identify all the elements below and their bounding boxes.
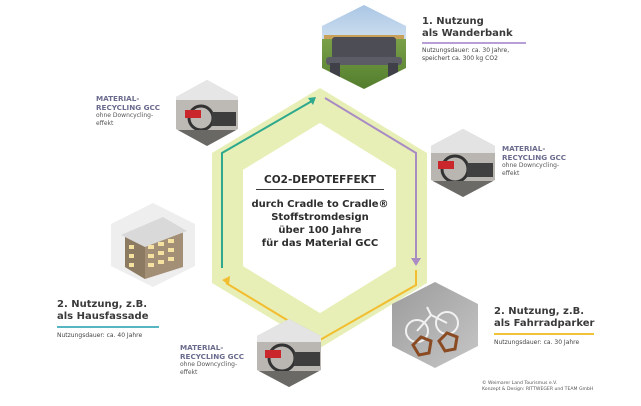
center-line-2: Stoffstromdesign	[271, 212, 369, 223]
recycling-right-line-3: ohne Downcycling-	[502, 162, 560, 169]
recycling-right: MATERIAL- RECYCLING GCC ohne Downcycling…	[502, 144, 602, 177]
step-facade: 2. Nutzung, z.B. als Hausfassade	[57, 299, 177, 323]
recycling-right-line-1: MATERIAL-	[502, 144, 546, 153]
arrow-teal	[221, 100, 313, 268]
recycling-left-line-4: effekt	[96, 119, 114, 127]
facade-title-2: als Hausfassade	[57, 311, 149, 322]
bike-title-2: als Fahrradparker	[494, 318, 595, 329]
bench-photo	[322, 5, 406, 89]
facade-title-1: 2. Nutzung, z.B.	[57, 299, 148, 310]
bench-desc-2: speichert ca. 300 kg CO2	[422, 55, 498, 62]
center-line-3: über 100 Jahre	[278, 225, 362, 236]
credit-line-2: Konzept & Design: RITTWEGER und TEAM Gmb…	[482, 387, 594, 392]
center-line-1: durch Cradle to Cradle®	[251, 199, 389, 210]
recycling-photo-right	[431, 129, 495, 197]
center-description: durch Cradle to Cradle® Stoffstromdesign…	[245, 198, 395, 250]
facade-rule	[57, 326, 159, 328]
recycling-bottom: MATERIAL- RECYCLING GCC ohne Downcycling…	[180, 343, 260, 376]
bench-title-2: als Wanderbank	[422, 28, 513, 39]
center-heading-underline	[256, 189, 384, 190]
recycling-left-line-3: ohne Downcycling-	[96, 112, 154, 119]
recycling-bottom-line-1: MATERIAL-	[180, 343, 224, 352]
bench-description: Nutzungsdauer: ca. 30 Jahre, speichert c…	[422, 47, 542, 63]
center-heading: CO2-DEPOTEFFEKT	[264, 174, 376, 186]
recycling-left: MATERIAL- RECYCLING GCC ohne Downcycling…	[96, 94, 176, 127]
bike-desc-1: Nutzungsdauer: ca. 30 Jahre	[494, 339, 580, 346]
recycling-right-line-4: effekt	[502, 169, 520, 177]
recycling-left-line-1: MATERIAL-	[96, 94, 140, 103]
bike-rule	[494, 333, 594, 335]
step-bike-parker: 2. Nutzung, z.B. als Fahrradparker	[494, 306, 619, 330]
recycling-right-line-2: RECYCLING GCC	[502, 153, 567, 162]
facade-photo	[111, 203, 195, 287]
center-line-4: für das Material GCC	[261, 238, 379, 249]
recycling-bottom-line-4: effekt	[180, 368, 198, 376]
bike-description: Nutzungsdauer: ca. 30 Jahre	[494, 339, 614, 347]
facade-desc-1: Nutzungsdauer: ca. 40 Jahre	[57, 332, 143, 339]
credit-line-1: © Weimarer Land Tourismus e.V.	[482, 381, 558, 386]
recycling-bottom-line-2: RECYCLING GCC	[180, 352, 245, 361]
cycle-arrows	[221, 97, 421, 342]
facade-description: Nutzungsdauer: ca. 40 Jahre	[57, 332, 177, 340]
arrow-purple	[324, 97, 417, 262]
hexagon-ring	[212, 88, 427, 348]
credits: © Weimarer Land Tourismus e.V. Konzept &…	[482, 381, 632, 393]
bench-desc-1: Nutzungsdauer: ca. 30 Jahre,	[422, 47, 510, 54]
recycling-photo-left	[176, 80, 238, 146]
bench-title-1: 1. Nutzung	[422, 16, 484, 27]
recycling-left-line-2: RECYCLING GCC	[96, 103, 161, 112]
arrow-yellow	[225, 270, 417, 342]
recycling-bottom-line-3: ohne Downcycling-	[180, 361, 238, 368]
bike-title-1: 2. Nutzung, z.B.	[494, 306, 585, 317]
step-bench: 1. Nutzung als Wanderbank	[422, 16, 532, 40]
bench-rule	[422, 42, 526, 44]
